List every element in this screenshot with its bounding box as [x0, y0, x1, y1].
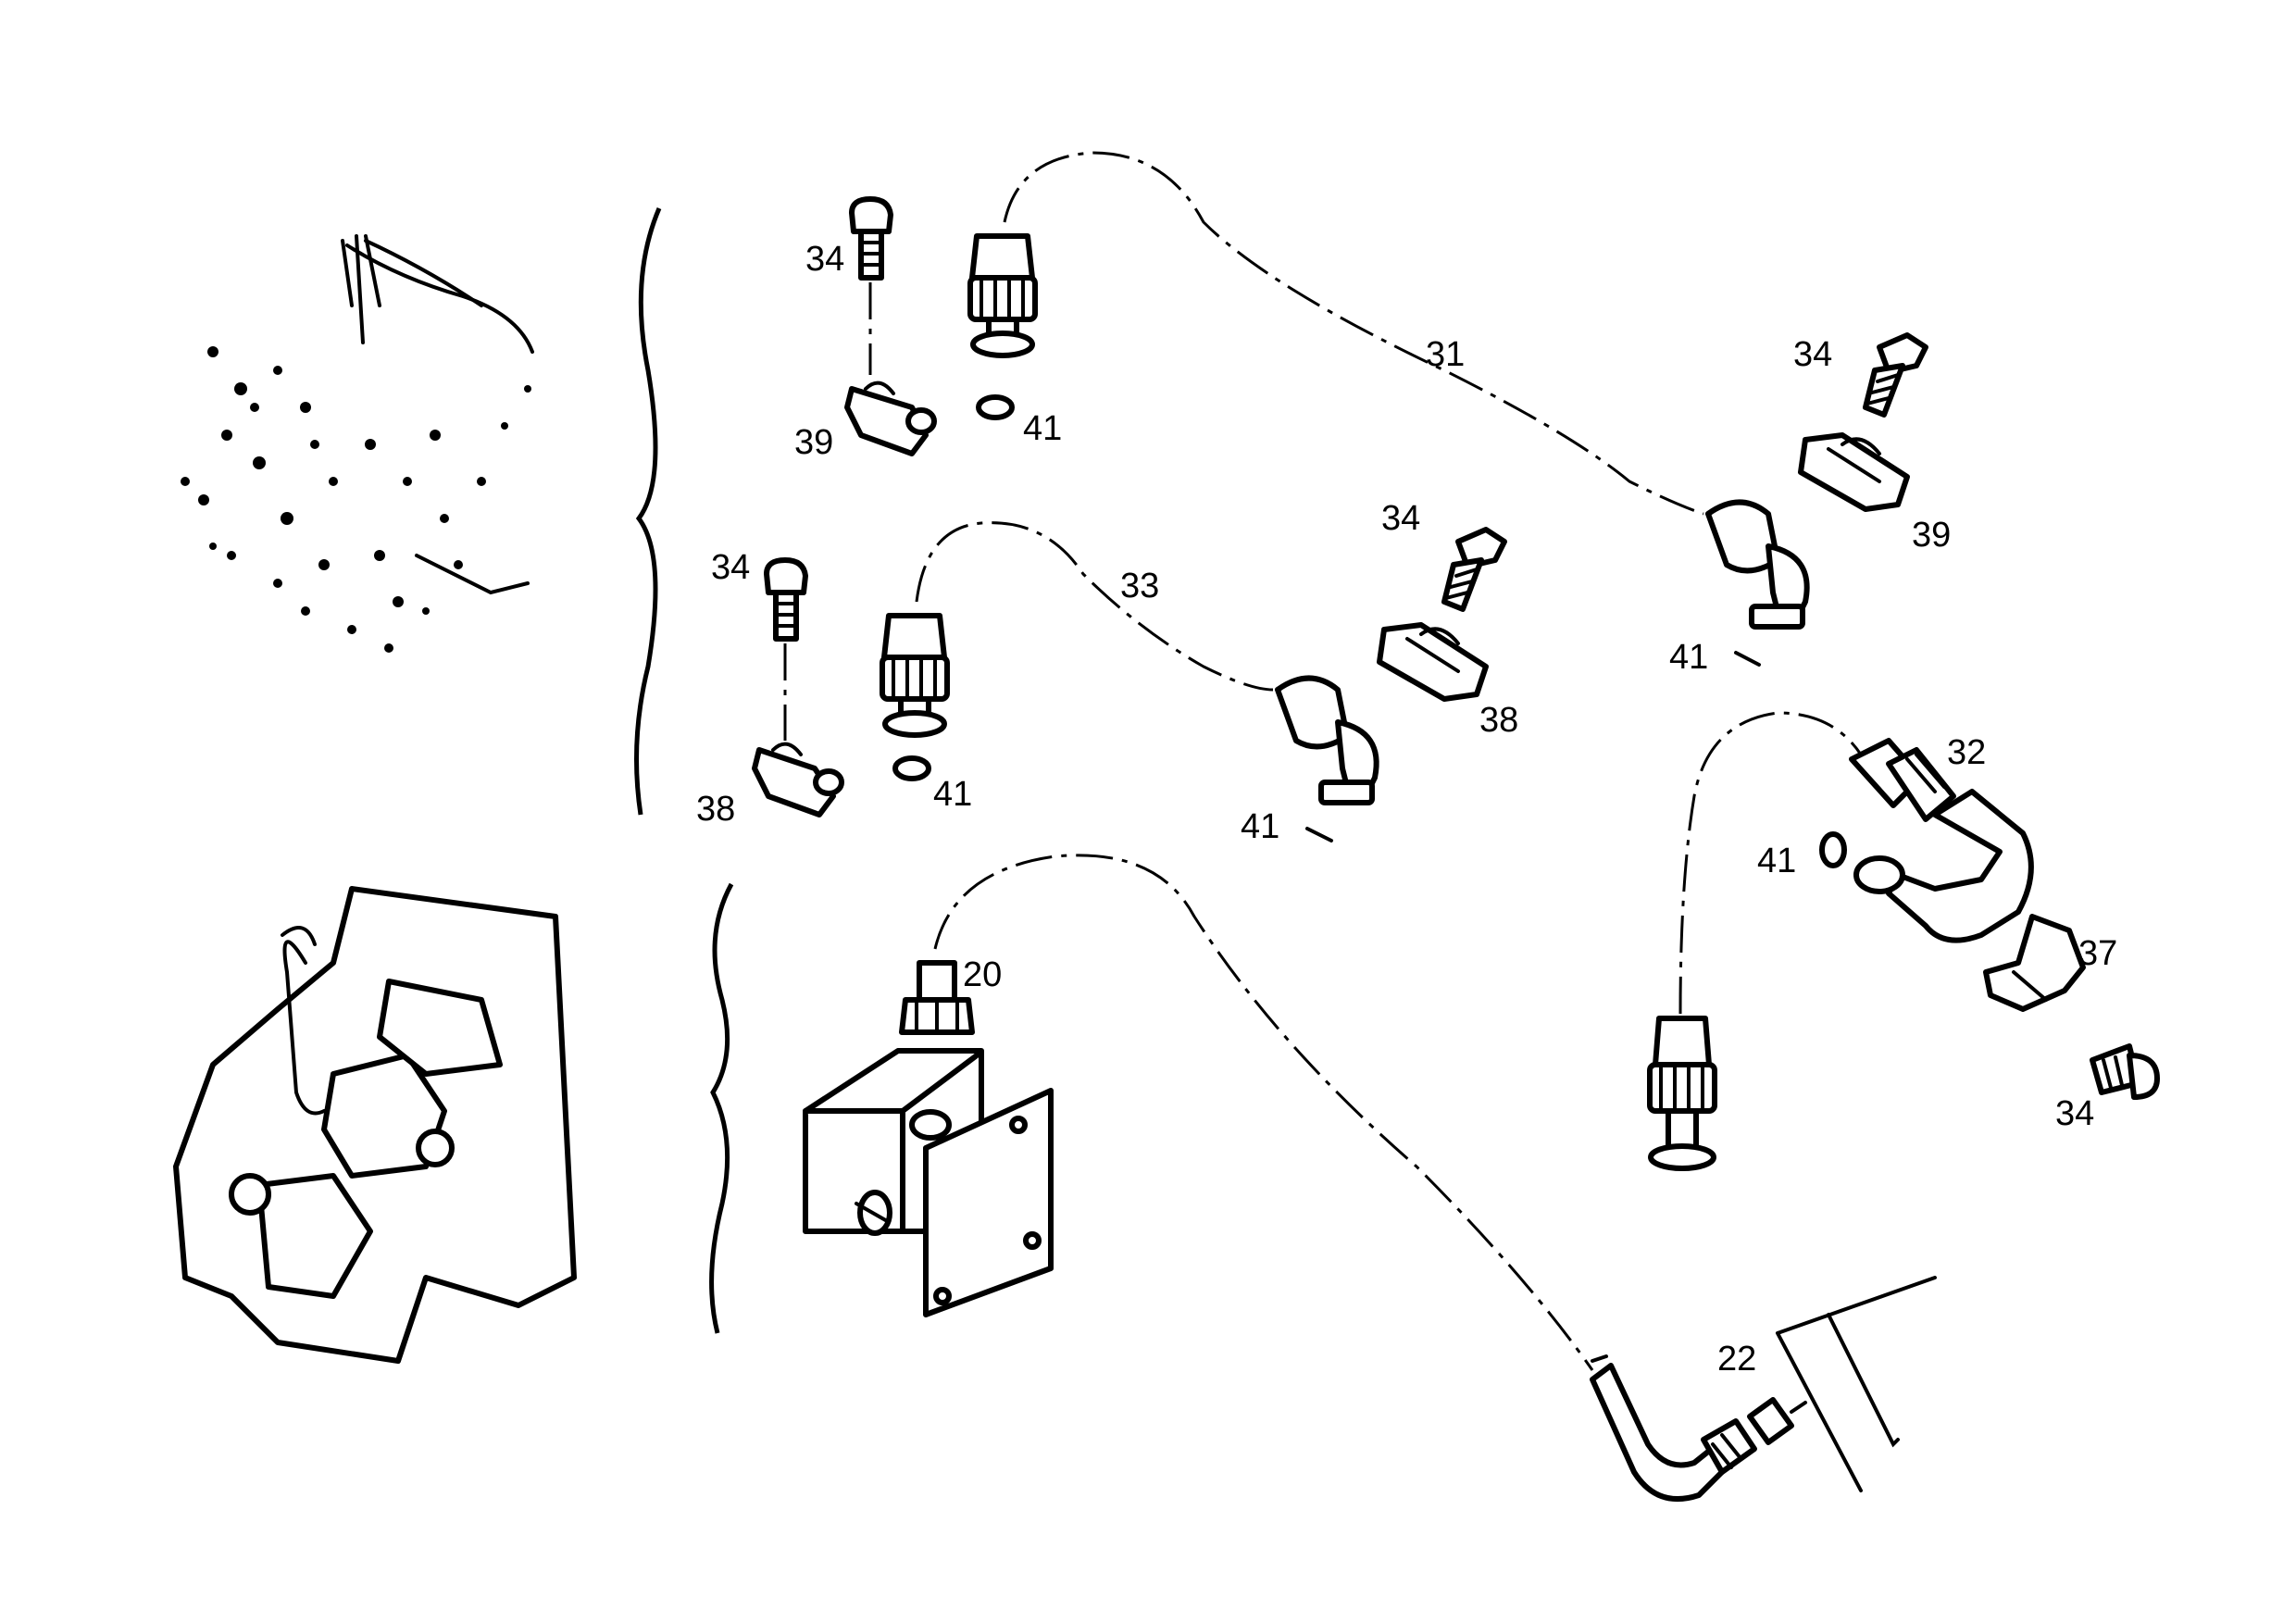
lower-line-assembly [803, 854, 1937, 1503]
callout-34-a: 34 [805, 240, 844, 279]
bolt-34-b [1863, 332, 1928, 418]
pipe-33-straight-end [880, 613, 950, 738]
clamp-38-b [752, 742, 844, 817]
pipe-31-assembly [967, 151, 1810, 667]
callout-41-c: 41 [933, 775, 972, 814]
pipe-end-curved [1590, 1354, 1757, 1503]
bolt-34-e [2090, 1043, 2160, 1100]
callout-41-b: 41 [1669, 638, 1708, 677]
clamp-38-a [1377, 622, 1489, 702]
pipe-31-straight-end [967, 233, 1038, 358]
pipe-33-elbow-end [1275, 675, 1379, 805]
callout-32: 32 [1947, 733, 1986, 772]
pipe-32-straight-end [1647, 1016, 1717, 1171]
callout-38-a: 38 [1479, 701, 1518, 740]
callout-33: 33 [1120, 567, 1159, 605]
callout-37: 37 [2078, 934, 2117, 973]
bolt-34-a [849, 196, 893, 281]
seal-41-d [1305, 827, 1333, 842]
o-ring-41-a [976, 394, 1015, 420]
o-ring-41-c [892, 755, 931, 781]
bolt-34-c [764, 557, 808, 642]
pipe-31-path [1003, 151, 1704, 516]
group-brace-upper [634, 207, 662, 816]
pipe-32-path [1678, 711, 1863, 1015]
callout-34-b: 34 [1793, 335, 1832, 374]
fitting-20 [899, 960, 975, 1035]
clamp-37 [1983, 914, 2086, 1012]
callout-41-a: 41 [1023, 409, 1062, 448]
valve-block [803, 1048, 1054, 1317]
callout-34-e: 34 [2055, 1094, 2094, 1133]
clamp-39-a [844, 381, 937, 456]
pipe-33-path [915, 521, 1274, 692]
callout-41-e: 41 [1757, 842, 1796, 880]
o-ring-41-e [1819, 831, 1847, 868]
callout-34-c: 34 [711, 548, 750, 587]
bolt-34-d [1441, 527, 1507, 612]
callout-38-b: 38 [696, 790, 735, 829]
gearbox-overview-bottom [173, 886, 577, 1364]
callout-22: 22 [1717, 1340, 1756, 1379]
lower-line-path [933, 854, 1594, 1371]
group-brace-lower [709, 882, 734, 1334]
callout-34-d: 34 [1381, 499, 1420, 538]
pipe-32-assembly [1647, 711, 2034, 1171]
pipe-33-assembly [880, 521, 1379, 842]
engine-overview-top [181, 234, 534, 653]
seal-41-b [1734, 651, 1761, 667]
clamp-39-b [1798, 432, 1910, 512]
callout-39-b: 39 [1912, 516, 1951, 555]
callout-39-a: 39 [794, 423, 833, 462]
bracket-mount [1776, 1276, 1937, 1492]
pipe-32-bent-end [1849, 738, 2034, 943]
fitting-22 [1747, 1397, 1807, 1445]
callout-labels: 34 39 41 31 34 39 41 34 33 34 38 38 41 4… [696, 240, 2117, 1379]
pipe-31-elbow-end [1705, 499, 1810, 630]
callout-20: 20 [963, 955, 1002, 994]
callout-41-d: 41 [1241, 807, 1279, 846]
callout-31: 31 [1426, 335, 1465, 374]
